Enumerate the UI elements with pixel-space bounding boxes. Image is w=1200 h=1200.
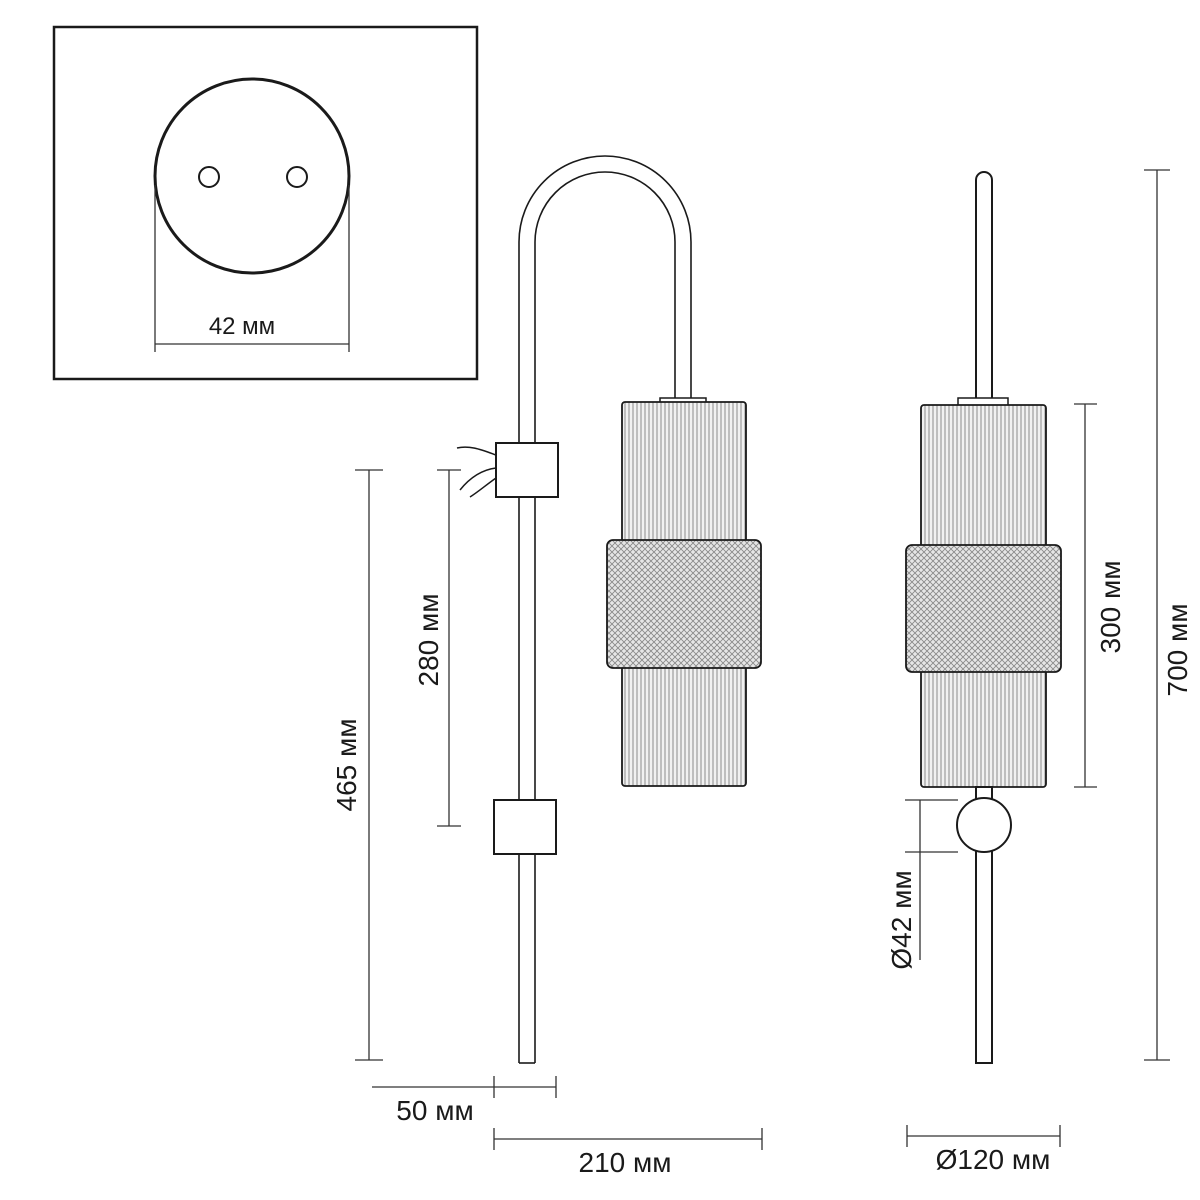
- dim-120-label: Ø120 мм: [936, 1144, 1051, 1175]
- lower-bracket: [493, 799, 557, 855]
- dim-42-label: Ø42 мм: [886, 870, 917, 969]
- upper-bracket: [495, 442, 559, 498]
- front-top-rod: [975, 171, 993, 398]
- dim-280-label: 280 мм: [413, 594, 444, 687]
- dim-210-label: 210 мм: [579, 1147, 672, 1178]
- dim-465-label: 465 мм: [331, 719, 362, 812]
- screw-hole-left: [198, 166, 220, 188]
- screw-hole-right: [286, 166, 308, 188]
- dim-300-label: 300 мм: [1095, 561, 1126, 654]
- dim-50-label: 50 мм: [396, 1095, 473, 1126]
- inset-dim-label: 42 мм: [209, 313, 275, 340]
- decorative-ball: [956, 797, 1012, 853]
- wall-plate-circle: [153, 77, 351, 275]
- front-bottom-rod: [975, 786, 993, 1064]
- arched-rod-inner: [534, 171, 676, 1063]
- side-view: 465 мм 280 мм 50 мм 210 мм: [331, 155, 763, 1178]
- dim-700-label: 700 мм: [1162, 604, 1193, 697]
- inset-wall-plate: 42 мм: [52, 25, 479, 381]
- power-wire: [456, 446, 497, 498]
- arched-rod-outer: [518, 155, 692, 1063]
- side-shade-mesh-band: [606, 539, 762, 669]
- front-shade-mesh-band: [905, 544, 1062, 673]
- front-view: 300 мм 700 мм Ø42 мм Ø120 мм: [886, 169, 1193, 1175]
